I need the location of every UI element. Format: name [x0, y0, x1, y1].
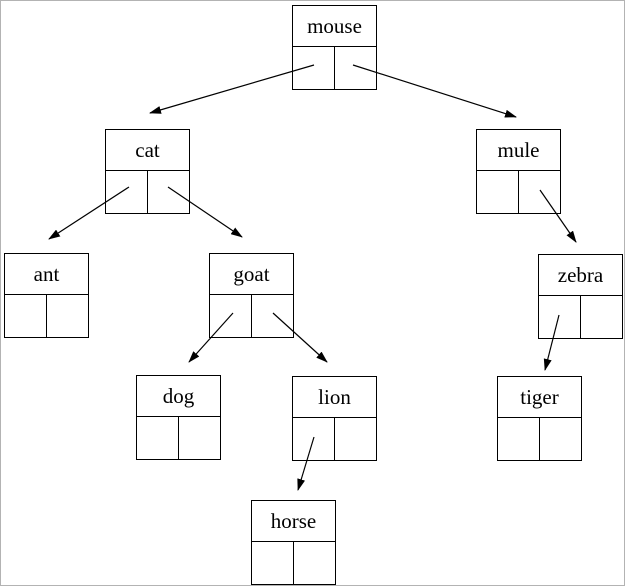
tree-node-zebra: zebra: [538, 254, 623, 339]
right-pointer-cell: [540, 418, 581, 460]
left-pointer-cell: [477, 171, 519, 213]
node-label: ant: [5, 254, 88, 295]
left-pointer-cell: [137, 417, 179, 459]
right-pointer-cell: [519, 171, 560, 213]
tree-node-ant: ant: [4, 253, 89, 338]
left-pointer-cell: [539, 296, 581, 338]
right-pointer-cell: [148, 171, 189, 213]
left-pointer-cell: [293, 418, 335, 460]
tree-node-mouse: mouse: [292, 5, 377, 90]
left-pointer-cell: [252, 542, 294, 584]
tree-node-goat: goat: [209, 253, 294, 338]
right-pointer-cell: [47, 295, 88, 337]
node-label: horse: [252, 501, 335, 542]
right-pointer-cell: [252, 295, 293, 337]
tree-node-mule: mule: [476, 129, 561, 214]
node-label: lion: [293, 377, 376, 418]
node-label: goat: [210, 254, 293, 295]
left-pointer-cell: [5, 295, 47, 337]
node-label: mouse: [293, 6, 376, 47]
edge-mouse-right-mule: [352, 64, 517, 118]
tree-node-dog: dog: [136, 375, 221, 460]
node-label: mule: [477, 130, 560, 171]
tree-node-lion: lion: [292, 376, 377, 461]
pointer-cells: [539, 296, 622, 338]
pointer-cells: [293, 418, 376, 460]
right-pointer-cell: [294, 542, 335, 584]
left-pointer-cell: [498, 418, 540, 460]
left-pointer-cell: [293, 47, 335, 89]
tree-node-horse: horse: [251, 500, 336, 585]
left-pointer-cell: [106, 171, 148, 213]
pointer-cells: [210, 295, 293, 337]
node-label: tiger: [498, 377, 581, 418]
pointer-cells: [477, 171, 560, 213]
tree-node-tiger: tiger: [497, 376, 582, 461]
right-pointer-cell: [335, 418, 376, 460]
right-pointer-cell: [179, 417, 220, 459]
edge-mouse-left-cat: [149, 64, 315, 114]
pointer-cells: [498, 418, 581, 460]
pointer-cells: [252, 542, 335, 584]
node-label: dog: [137, 376, 220, 417]
right-pointer-cell: [335, 47, 376, 89]
tree-node-cat: cat: [105, 129, 190, 214]
pointer-cells: [137, 417, 220, 459]
node-label: zebra: [539, 255, 622, 296]
right-pointer-cell: [581, 296, 622, 338]
left-pointer-cell: [210, 295, 252, 337]
pointer-cells: [5, 295, 88, 337]
pointer-cells: [293, 47, 376, 89]
node-label: cat: [106, 130, 189, 171]
pointer-cells: [106, 171, 189, 213]
